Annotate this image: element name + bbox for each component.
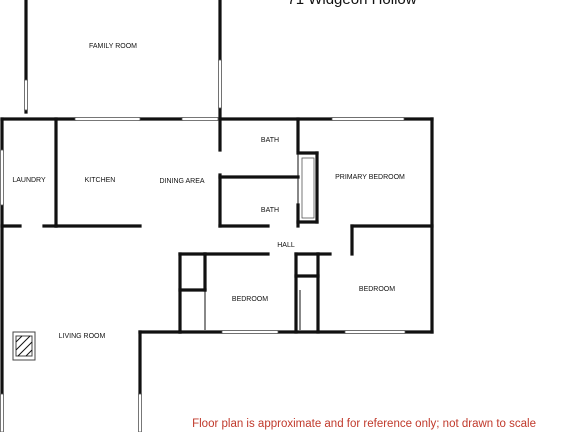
room-label-living-room: LIVING ROOM [59,333,106,340]
room-label-bedroom-2: BEDROOM [359,286,395,293]
room-label-primary-bedroom: PRIMARY BEDROOM [335,174,405,181]
room-label-hall: HALL [277,242,295,249]
room-label-bath-lower: BATH [261,207,279,214]
room-label-bath-upper: BATH [261,137,279,144]
property-address-title: 71 Widgeon Hollow [287,0,416,8]
room-label-laundry: LAUNDRY [12,177,46,184]
windows [0,59,406,432]
room-label-kitchen: KITCHEN [85,177,116,184]
room-label-family-room: FAMILY ROOM [89,43,137,50]
interior-thin-lines [148,150,301,333]
fireplace-icon [12,331,36,361]
room-label-dining-area: DINING AREA [159,178,204,185]
disclaimer-note: Floor plan is approximate and for refere… [192,418,536,430]
room-label-bedroom-1: BEDROOM [232,296,268,303]
